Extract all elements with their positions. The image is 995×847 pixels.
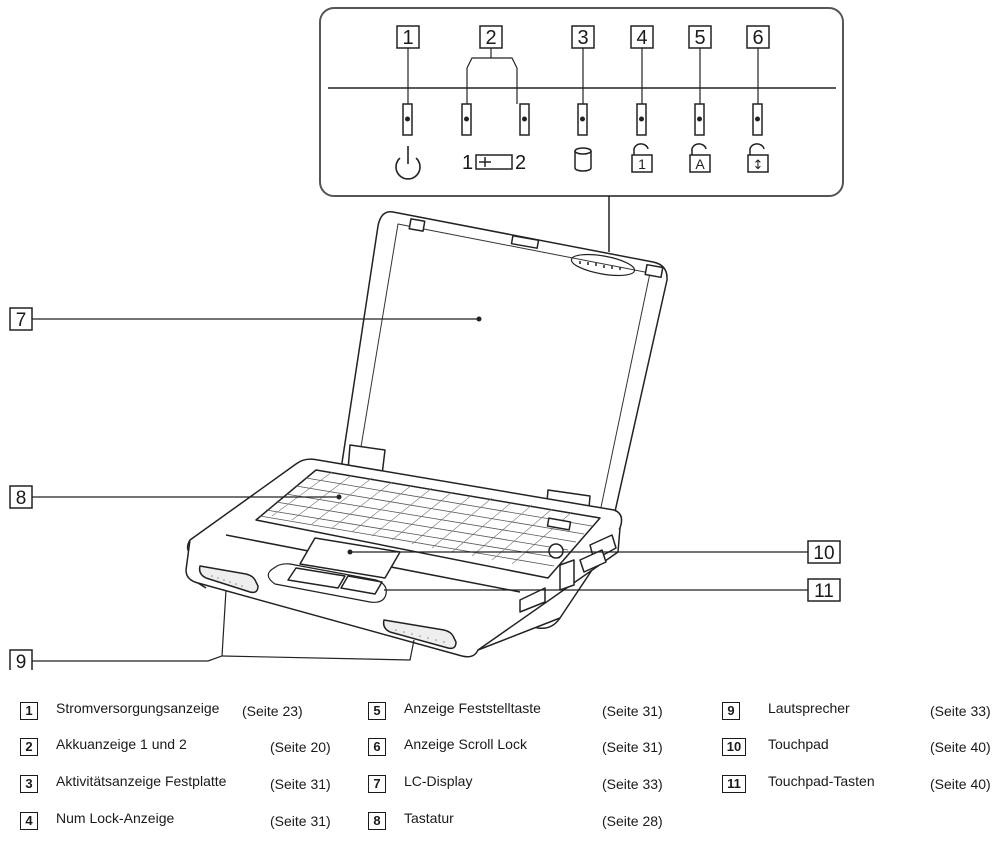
legend-page: (Seite 31) [270, 813, 331, 829]
indicator-3: 3 [571, 25, 595, 172]
num-lock-icon [631, 143, 653, 173]
caps-lock-glyph: A [695, 156, 705, 172]
legend-label: Touchpad-Tasten [768, 773, 875, 789]
legend-page: (Seite 20) [270, 739, 331, 755]
legend-page: (Seite 31) [602, 739, 663, 755]
legend-label: Num Lock-Anzeige [56, 810, 175, 826]
legend-number: 7 [368, 775, 386, 793]
legend-label: Stromversorgungsanzeige [56, 700, 220, 716]
indicator-number: 5 [694, 27, 705, 49]
legend-number: 2 [20, 738, 38, 756]
callout-number: 9 [16, 652, 27, 670]
legend-number: 8 [368, 812, 386, 830]
speaker-left [198, 565, 259, 594]
callout-8: 8 [9, 485, 342, 509]
battery-icon [475, 154, 513, 170]
power-icon [395, 146, 421, 180]
legend-label: Akkuanzeige 1 und 2 [56, 736, 187, 752]
legend-page: (Seite 31) [602, 703, 663, 719]
caps-lock-icon [689, 143, 711, 173]
indicator-number: 4 [636, 27, 647, 49]
legend-number: 9 [722, 702, 740, 720]
scroll-lock-glyph: ↕ [753, 158, 764, 173]
legend-number: 5 [368, 702, 386, 720]
legend-label: Anzeige Feststelltaste [404, 700, 541, 716]
legend-page: (Seite 31) [270, 776, 331, 792]
legend-page: (Seite 40) [930, 776, 991, 792]
indicator-panel [319, 7, 844, 197]
legend-page: (Seite 33) [602, 776, 663, 792]
hard-disk-icon [574, 147, 592, 172]
battery-label-1: 1 [462, 152, 473, 174]
callout-number: 11 [814, 581, 834, 602]
callout-number: 7 [16, 310, 27, 331]
battery-label-2: 2 [515, 152, 526, 174]
indicator-2: 2 1 2 [461, 25, 530, 174]
legend-page: (Seite 40) [930, 739, 991, 755]
legend-label: Tastatur [404, 810, 454, 826]
indicator-number: 2 [485, 27, 496, 49]
legend-label: LC-Display [404, 773, 473, 789]
indicator-number: 6 [752, 27, 763, 49]
callout-11: 11 [267, 563, 841, 603]
callout-number: 10 [813, 543, 834, 564]
legend-label: Touchpad [768, 736, 829, 752]
callout-10: 10 [347, 540, 841, 564]
legend-number: 4 [20, 812, 38, 830]
callout-number: 8 [16, 488, 27, 509]
indicator-number: 3 [577, 27, 588, 49]
indicator-4: 4 1 [630, 25, 654, 173]
legend-number: 1 [20, 702, 38, 720]
legend-number: 6 [368, 738, 386, 756]
num-lock-glyph: 1 [638, 156, 646, 172]
indicator-1: 1 [395, 25, 421, 180]
laptop [185, 211, 668, 658]
legend-page: (Seite 23) [242, 703, 303, 719]
legend-page: (Seite 28) [602, 813, 663, 829]
legend-number: 10 [722, 738, 746, 756]
speaker-right [382, 619, 457, 650]
scroll-lock-icon [747, 143, 769, 173]
laptop-diagram: 1 2 1 2 3 [9, 7, 844, 670]
callout-9: 9 [9, 589, 415, 670]
legend-page: (Seite 33) [930, 703, 991, 719]
lid-indicators [570, 253, 636, 277]
indicator-number: 1 [402, 27, 413, 49]
legend-number: 3 [20, 775, 38, 793]
indicator-5: 5 A [688, 25, 712, 173]
legend-number: 11 [722, 775, 746, 793]
indicator-6: 6 ↕ [746, 25, 770, 173]
legend-label: Aktivitätsanzeige Festplatte [56, 773, 227, 789]
legend-label: Lautsprecher [768, 700, 850, 716]
legend-label: Anzeige Scroll Lock [404, 736, 527, 752]
callout-7: 7 [9, 307, 482, 331]
